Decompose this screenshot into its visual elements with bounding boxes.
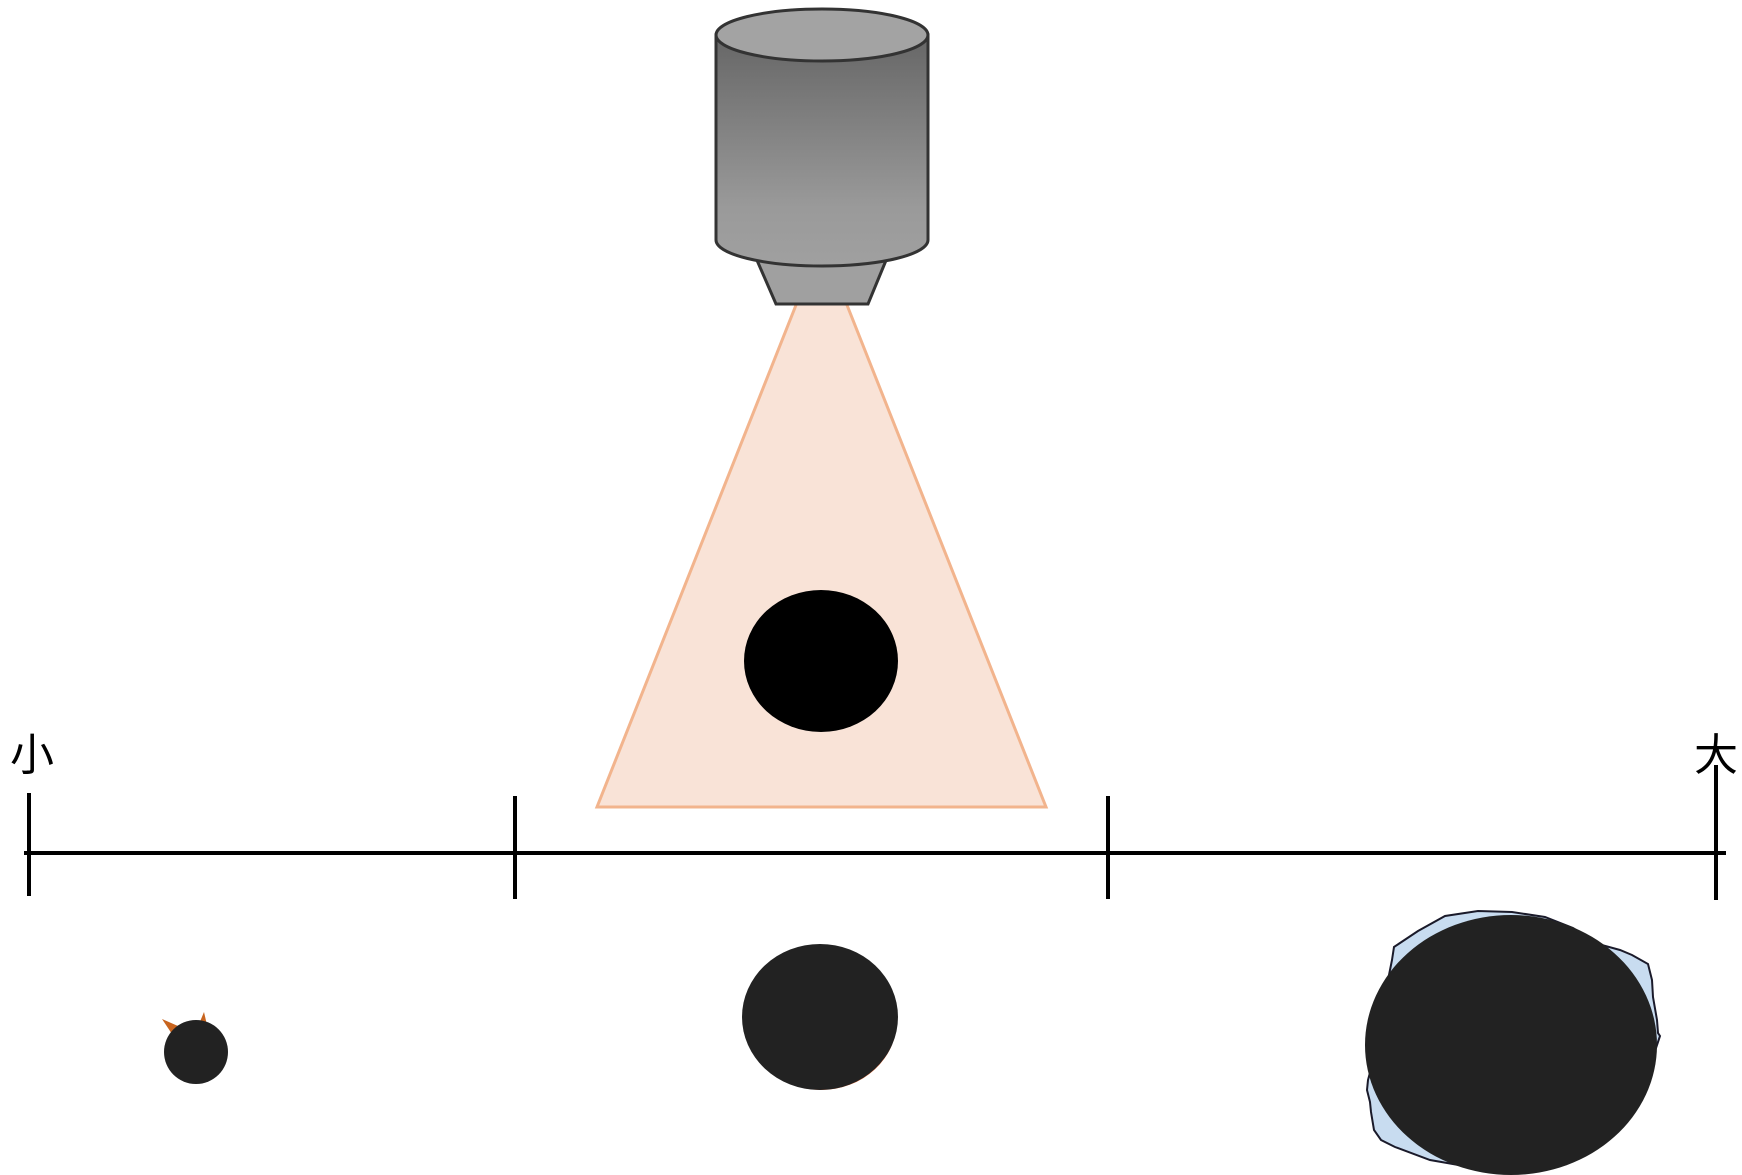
camera-lens-icon (714, 7, 930, 306)
camera-top (714, 7, 930, 63)
small-particle-body (164, 1020, 228, 1084)
size-scale-axis (24, 765, 1726, 900)
small-particle (162, 1012, 228, 1084)
medium-particle (742, 944, 898, 1090)
scale-label-small: 小 (10, 730, 54, 781)
detected-particle (744, 590, 898, 732)
large-particle (1365, 909, 1662, 1175)
large-particle-body (1365, 915, 1657, 1175)
medium-particle-body (742, 944, 898, 1090)
scale-label-large: 大 (1694, 730, 1738, 781)
camera-body (714, 33, 930, 268)
